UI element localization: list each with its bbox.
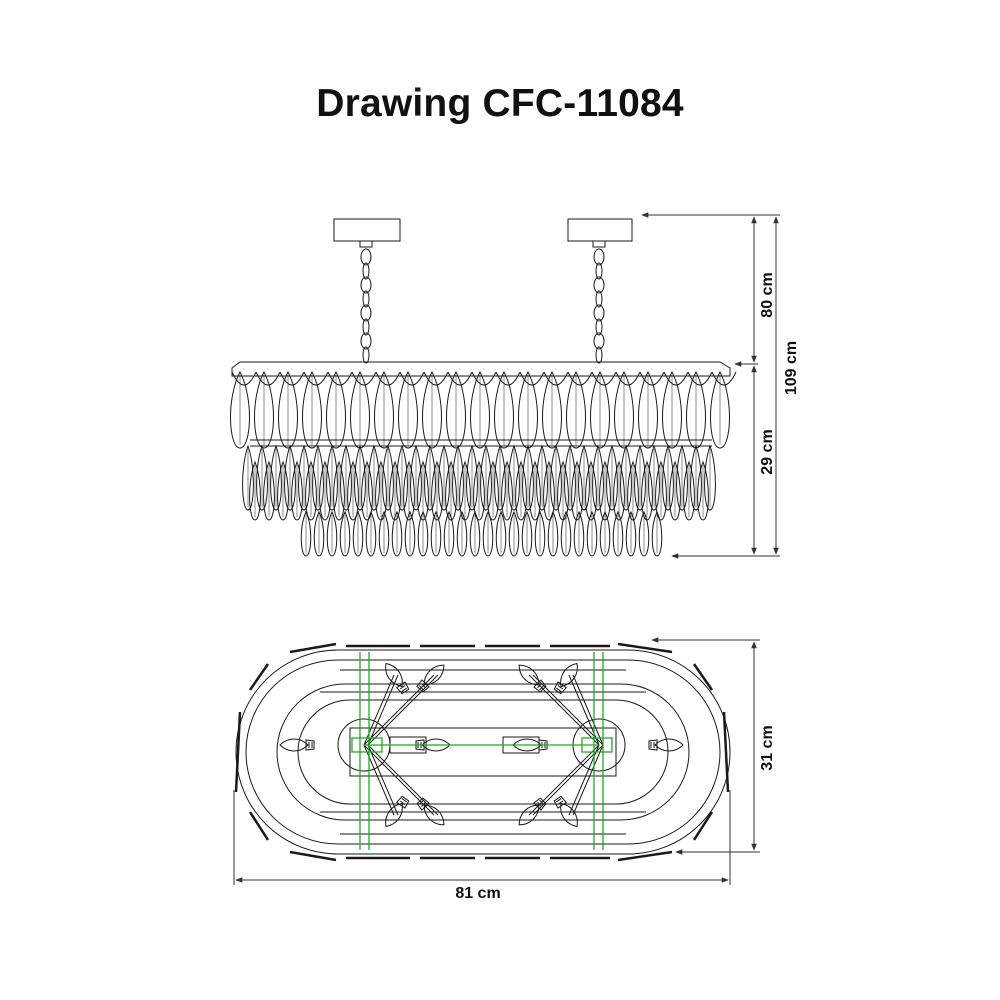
body-height-label: 29 cm: [759, 429, 776, 474]
chain-length-label: 80 cm: [759, 272, 776, 317]
central-bar: [349, 727, 617, 777]
top-frame: [231, 361, 731, 377]
ceiling-canopy-right: [567, 218, 633, 242]
side-view-dimensions: [641, 212, 780, 559]
total-height-label: 109 cm: [783, 341, 800, 395]
top-plan-view: [234, 642, 731, 862]
outer-frame: [235, 649, 731, 855]
crystal-tier-middle: [242, 444, 716, 521]
ceiling-canopy-left: [333, 218, 401, 242]
construction-lines: [351, 652, 613, 850]
crystal-tier-lower: [300, 510, 663, 557]
side-elevation-view: [230, 218, 737, 557]
suspension-chain-right: [593, 248, 605, 364]
plan-view-dimensions: [233, 637, 760, 885]
outer-crystal-segments: [234, 642, 730, 862]
suspension-chain-left: [360, 248, 372, 364]
crystal-tier-upper: [230, 370, 737, 449]
page-title: Drawing CFC-11084: [316, 82, 684, 125]
depth-label: 31 cm: [759, 725, 776, 770]
width-label: 81 cm: [455, 885, 500, 902]
